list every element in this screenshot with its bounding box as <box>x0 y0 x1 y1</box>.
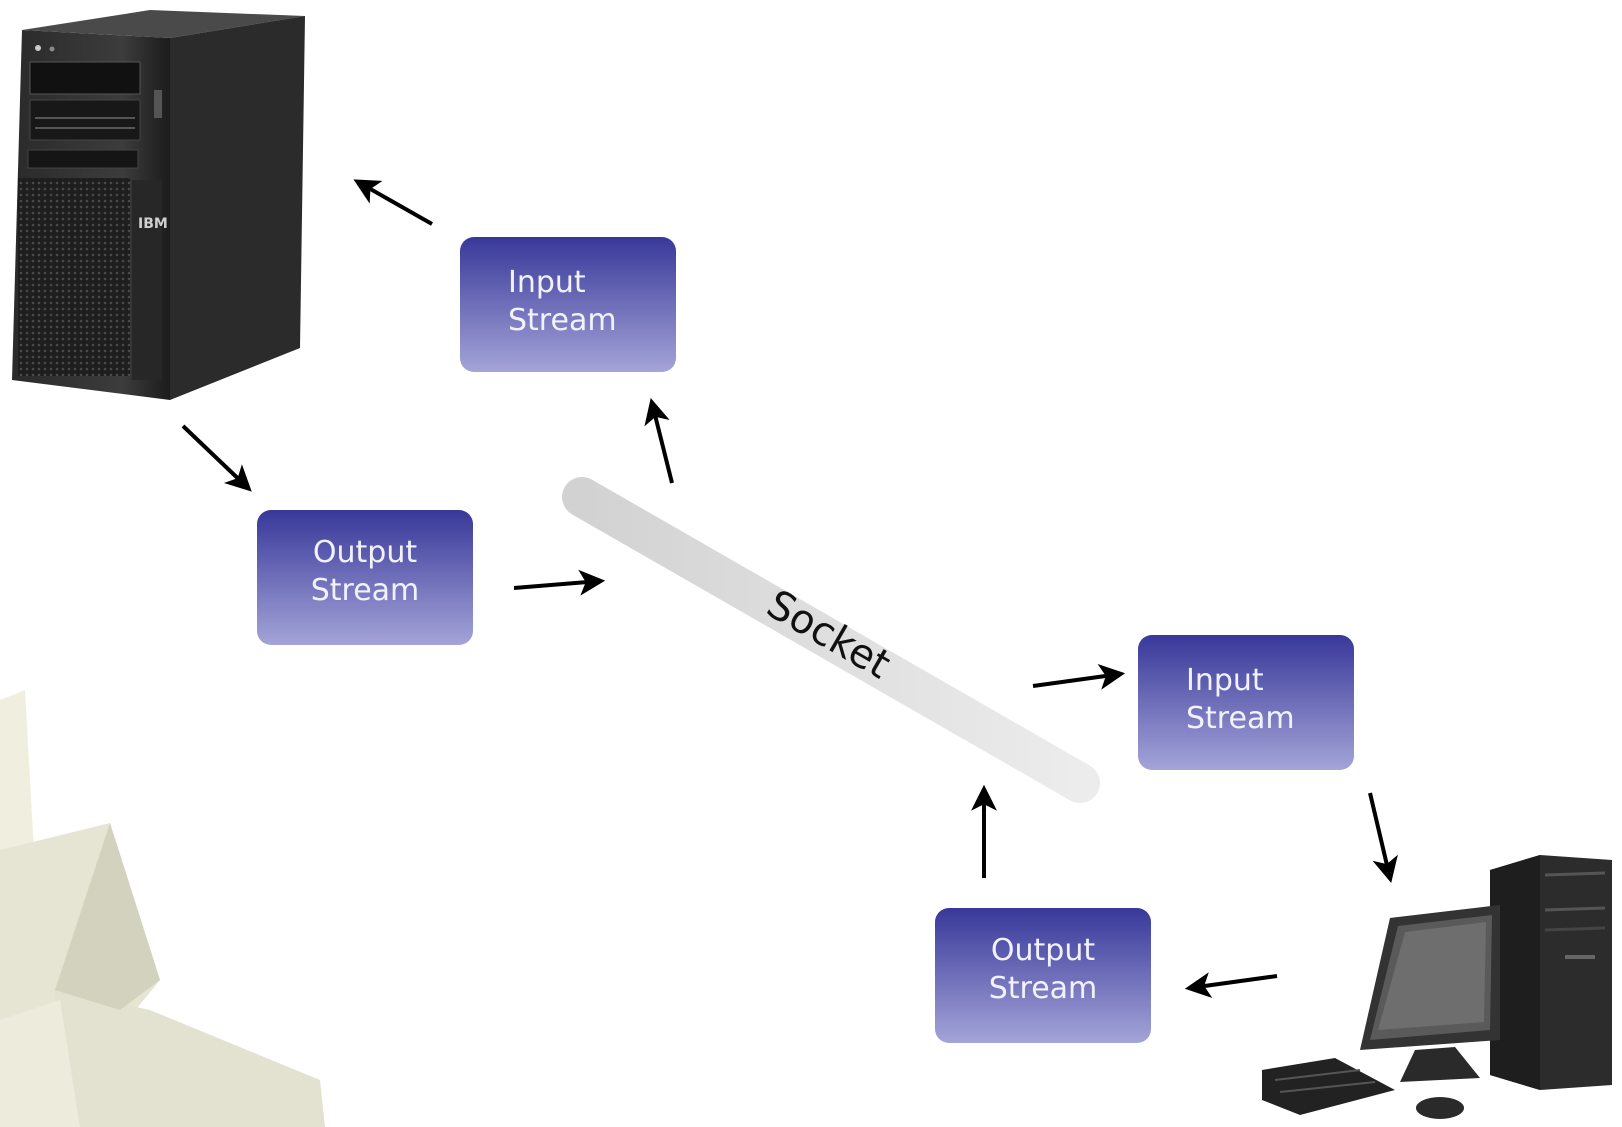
server-output-stream-box: Output Stream <box>257 510 473 645</box>
socket-connection: Socket <box>582 497 1080 783</box>
arrow-server-to-output <box>183 426 248 488</box>
client-output-stream-line1: Output <box>991 933 1095 968</box>
server-output-stream-line2: Stream <box>311 573 420 608</box>
client-desktop-icon <box>1262 855 1612 1119</box>
arrow-output-to-socket <box>514 581 600 588</box>
server-brand-logo: IBM <box>138 216 168 232</box>
client-input-stream-box: Input Stream <box>1138 635 1354 770</box>
arrow-client-to-output <box>1190 976 1277 988</box>
arrow-socket-to-client-input <box>1033 674 1120 686</box>
server-output-stream-line1: Output <box>313 535 417 570</box>
arrow-input-to-server <box>358 182 432 224</box>
server-input-stream-line1: Input <box>508 265 586 300</box>
server-tower-icon: IBM <box>12 10 305 400</box>
client-input-stream-line2: Stream <box>1186 701 1295 736</box>
client-output-stream-box: Output Stream <box>935 908 1151 1043</box>
client-output-stream-line2: Stream <box>989 971 1098 1006</box>
socket-label: Socket <box>759 581 898 688</box>
server-input-stream-box: Input Stream <box>460 237 676 372</box>
client-input-stream-line1: Input <box>1186 663 1264 698</box>
background-decoration <box>0 690 325 1127</box>
arrow-input-to-client <box>1370 793 1390 878</box>
arrow-socket-to-input <box>652 403 672 483</box>
server-input-stream-line2: Stream <box>508 303 617 338</box>
